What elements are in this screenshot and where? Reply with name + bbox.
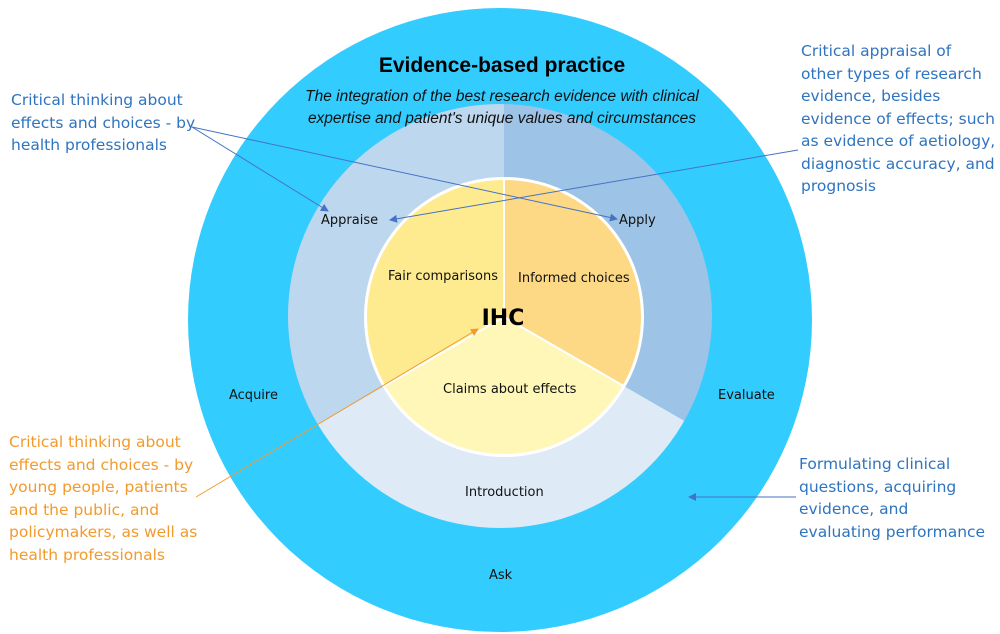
label-fair-comparisons: Fair comparisons bbox=[388, 269, 499, 284]
label-claims: Claims about effects bbox=[443, 382, 577, 397]
label-informed-choices: Informed choices bbox=[518, 271, 630, 286]
center-label: IHC bbox=[481, 306, 525, 331]
label-appraise: Appraise bbox=[321, 213, 379, 228]
diagram-title: Evidence-based practice bbox=[378, 54, 626, 77]
note-top-right: Critical appraisal of other types of res… bbox=[801, 42, 996, 195]
segment-informed-choices bbox=[503, 177, 643, 388]
arrow-to-ihc bbox=[195, 328, 479, 498]
label-introduction: Introduction bbox=[465, 485, 544, 500]
arrow-to-apply bbox=[191, 126, 618, 222]
note-top-left: Critical thinking about effects and choi… bbox=[11, 91, 196, 154]
label-apply: Apply bbox=[619, 213, 656, 228]
diagram-subtitle: The integration of the best research evi… bbox=[305, 88, 699, 127]
label-ask: Ask bbox=[489, 568, 513, 583]
note-bottom-left: Critical thinking about effects and choi… bbox=[9, 433, 198, 564]
arrow-to-appraise bbox=[191, 126, 329, 212]
label-acquire: Acquire bbox=[229, 388, 278, 403]
arrow-right-to-appraise bbox=[389, 149, 799, 223]
note-bottom-right: Formulating clinical questions, acquirin… bbox=[799, 455, 986, 541]
segment-claims bbox=[383, 315, 625, 456]
label-evaluate: Evaluate bbox=[718, 388, 775, 403]
